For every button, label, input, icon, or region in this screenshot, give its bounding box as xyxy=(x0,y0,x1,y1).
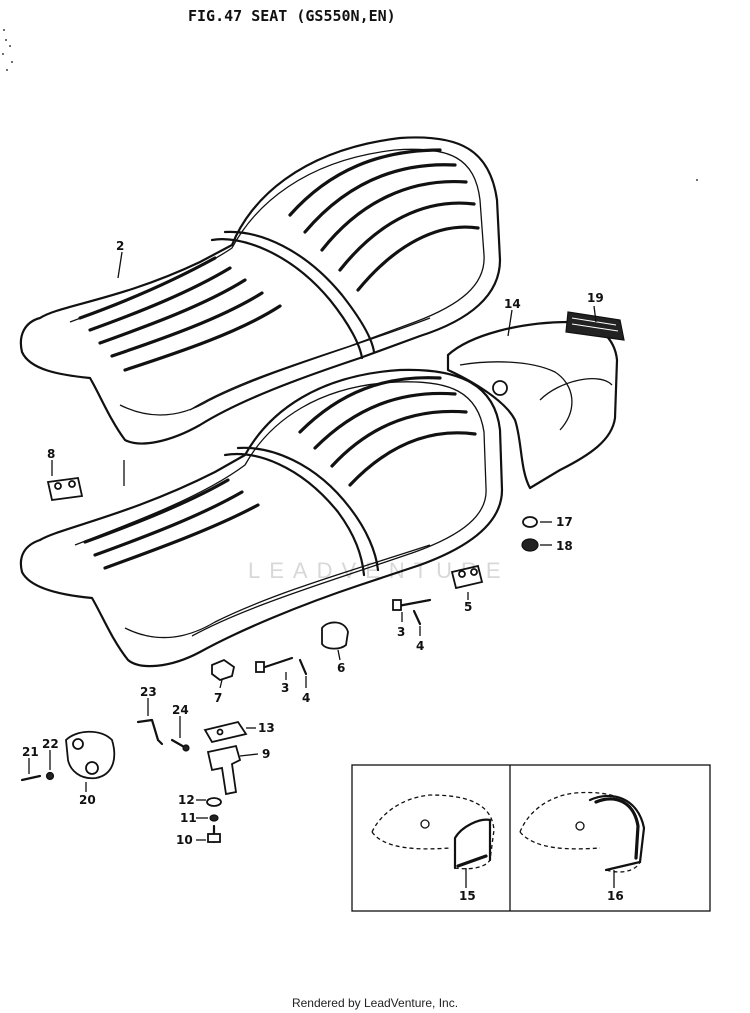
callout-10: 10 xyxy=(176,833,193,847)
callout-7: 7 xyxy=(214,691,222,705)
callout-24: 24 xyxy=(172,703,189,717)
hardware-parts[interactable] xyxy=(20,476,539,844)
footer-credit: Rendered by LeadVenture, Inc. xyxy=(291,996,459,1010)
figure-title: FIG.47 SEAT (GS550N,EN) xyxy=(188,7,396,25)
callout-17: 17 xyxy=(556,515,573,529)
callout-6: 6 xyxy=(337,661,345,675)
callout-16: 16 xyxy=(607,889,624,903)
scan-speckles xyxy=(2,29,698,181)
callout-14: 14 xyxy=(504,297,521,311)
cowl-variant-16[interactable] xyxy=(519,791,646,873)
callout-15: 15 xyxy=(459,889,476,903)
callout-20: 20 xyxy=(79,793,96,807)
callout-8: 8 xyxy=(47,447,55,461)
callout-9: 9 xyxy=(262,747,270,761)
callout-labels: 2 8 14 19 17 18 5 3 4 6 7 3 4 23 24 13 9… xyxy=(22,239,624,903)
lower-seat[interactable] xyxy=(19,368,504,668)
emblem-19[interactable] xyxy=(565,311,625,341)
upper-seat[interactable] xyxy=(19,136,502,445)
callout-2: 2 xyxy=(116,239,124,253)
callout-4-lower: 4 xyxy=(302,691,310,705)
callout-4-upper: 4 xyxy=(416,639,424,653)
leader-lines xyxy=(28,251,615,888)
callout-21: 21 xyxy=(22,745,39,759)
tail-cowl[interactable] xyxy=(446,320,619,490)
callout-3-lower: 3 xyxy=(281,681,289,695)
cowl-variant-15[interactable] xyxy=(371,794,495,870)
callout-12: 12 xyxy=(178,793,195,807)
callout-23: 23 xyxy=(140,685,157,699)
callout-22: 22 xyxy=(42,737,59,751)
callout-13: 13 xyxy=(258,721,275,735)
callout-3-upper: 3 xyxy=(397,625,405,639)
callout-18: 18 xyxy=(556,539,573,553)
callout-5: 5 xyxy=(464,600,472,614)
callout-19: 19 xyxy=(587,291,604,305)
inset-variants xyxy=(351,764,711,912)
callout-11: 11 xyxy=(180,811,197,825)
